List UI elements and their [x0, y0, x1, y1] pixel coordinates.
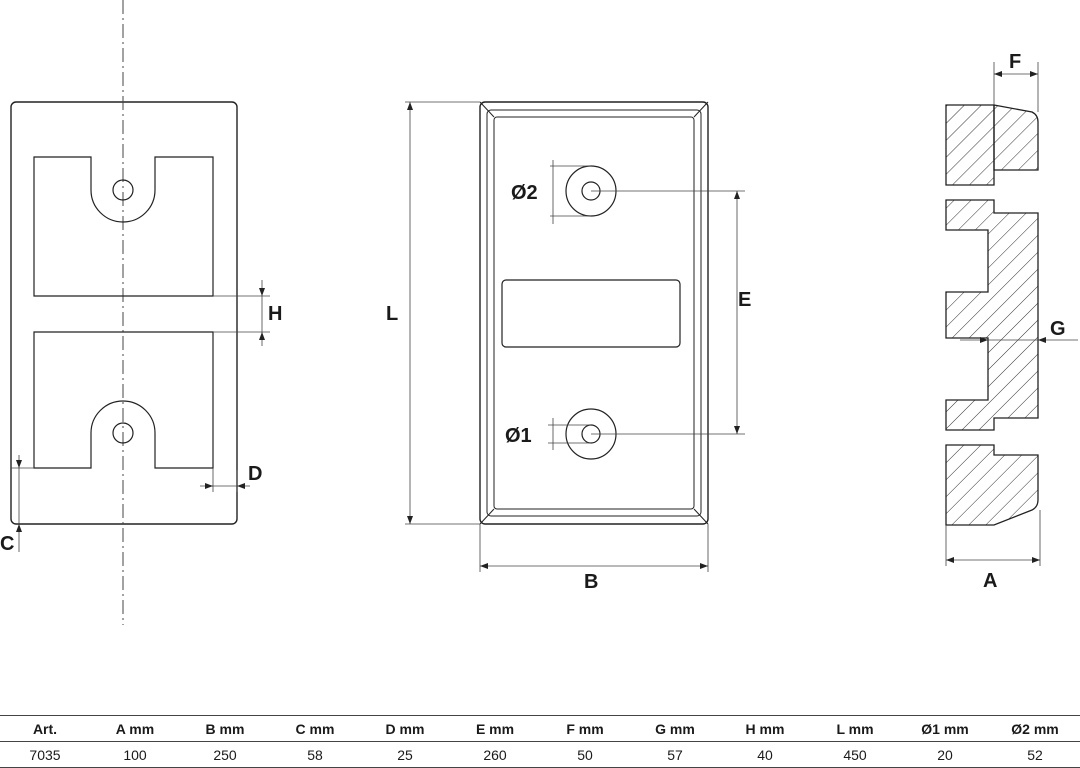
label-diameter-1: Ø1: [505, 425, 532, 447]
col-header: C mm: [270, 715, 360, 742]
back-view: H D C: [0, 0, 282, 625]
table-cell: 58: [270, 741, 360, 768]
table-cell: 25: [360, 741, 450, 768]
front-view: Ø2 Ø1 E L B: [386, 101, 751, 593]
dimension-a: A: [945, 510, 1041, 592]
col-header: Art.: [0, 715, 90, 742]
col-header: E mm: [450, 715, 540, 742]
table-cell: 250: [180, 741, 270, 768]
table-cell: 52: [990, 741, 1080, 768]
col-header: H mm: [720, 715, 810, 742]
table-cell: 450: [810, 741, 900, 768]
section-view: F G A: [945, 51, 1078, 592]
dimension-l: L: [386, 101, 480, 525]
table-header-row: Art. A mm B mm C mm D mm E mm F mm G mm …: [0, 715, 1080, 742]
label-l: L: [386, 303, 398, 325]
table-cell: 57: [630, 741, 720, 768]
table-cell: 100: [90, 741, 180, 768]
dimension-h: H: [213, 280, 282, 346]
label-f: F: [1009, 51, 1021, 73]
label-h: H: [268, 303, 282, 325]
dimension-g: G: [960, 318, 1078, 343]
label-d: D: [248, 463, 262, 485]
col-header: L mm: [810, 715, 900, 742]
col-header: D mm: [360, 715, 450, 742]
table-cell: 7035: [0, 741, 90, 768]
dimension-d: D: [200, 463, 262, 492]
label-a: A: [983, 570, 997, 592]
technical-drawing: H D C: [0, 0, 1078, 625]
table-cell: 40: [720, 741, 810, 768]
label-b: B: [584, 571, 598, 593]
dimension-diameter-1: Ø1: [505, 418, 591, 450]
dimension-table: Art. A mm B mm C mm D mm E mm F mm G mm …: [0, 715, 1080, 768]
col-header: F mm: [540, 715, 630, 742]
table-cell: 260: [450, 741, 540, 768]
table-cell: 50: [540, 741, 630, 768]
dimension-f: F: [993, 51, 1039, 112]
col-header: B mm: [180, 715, 270, 742]
label-g: G: [1050, 318, 1066, 340]
table-row: 7035 100 250 58 25 260 50 57 40 450 20 5…: [0, 741, 1080, 768]
dimension-e: E: [734, 191, 751, 434]
col-header: G mm: [630, 715, 720, 742]
col-header: Ø2 mm: [990, 715, 1080, 742]
label-e: E: [738, 289, 751, 311]
col-header: A mm: [90, 715, 180, 742]
dimension-b: B: [479, 524, 709, 593]
table-cell: 20: [900, 741, 990, 768]
col-header: Ø1 mm: [900, 715, 990, 742]
dimension-c: C: [0, 455, 34, 555]
label-diameter-2: Ø2: [511, 182, 538, 204]
dimension-diameter-2: Ø2: [511, 160, 591, 224]
label-c: C: [0, 533, 14, 555]
